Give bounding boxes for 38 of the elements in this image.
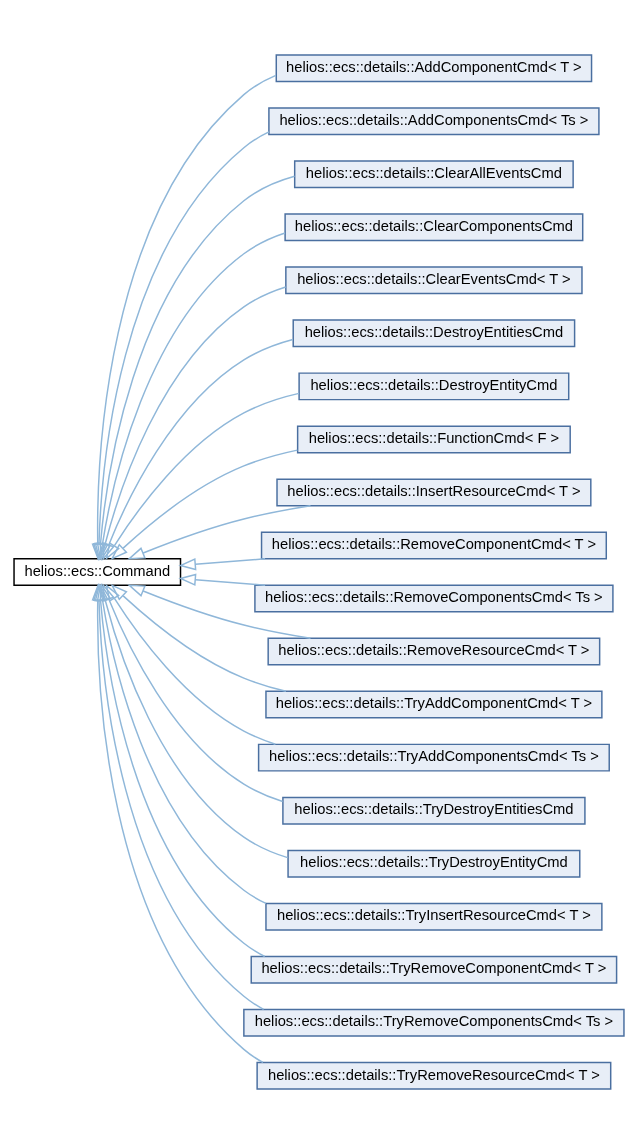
- arrow: [127, 584, 312, 639]
- arrow: [102, 338, 294, 561]
- node-box: helios::ecs::details::DestroyEntitiesCmd: [292, 319, 576, 348]
- arrow: [110, 583, 287, 693]
- node-box: helios::ecs::details::RemoveComponentCmd< T >: [260, 531, 607, 560]
- node-box: helios::ecs::details::ClearAllEventsCmd: [293, 160, 574, 189]
- arrow: [178, 573, 266, 586]
- node-box: helios::ecs::details::AddComponentCmd< T >: [275, 54, 593, 83]
- arrow: [178, 558, 266, 571]
- node-box: helios::ecs::details::TryInsertResourceCmd< T >: [265, 902, 603, 931]
- arrow: [94, 175, 296, 561]
- node-box: helios::ecs::details::ClearComponentsCmd: [284, 213, 584, 242]
- node-box: helios::ecs::details::InsertResourceCmd< T >: [276, 478, 592, 507]
- node-box: helios::ecs::details::AddComponentsCmd< Ts >: [268, 107, 600, 136]
- node-box: helios::ecs::details::RemoveComponentsCmd< Ts >: [254, 584, 614, 613]
- node-box: helios::ecs::details::TryRemoveComponentCmd< T >: [250, 955, 618, 984]
- arrow: [127, 505, 312, 560]
- arrow: [105, 392, 300, 561]
- node-box: helios::ecs::Command: [13, 558, 182, 586]
- arrow: [105, 583, 277, 745]
- node-box: helios::ecs::details::TryDestroyEntityCmd: [287, 849, 581, 878]
- node-box: helios::ecs::details::TryAddComponentsCmd< Ts >: [257, 743, 610, 772]
- arrow: [96, 583, 267, 905]
- arrow: [92, 131, 270, 561]
- node-box: helios::ecs::details::TryRemoveResourceCmd< T >: [256, 1061, 612, 1090]
- node-box: helios::ecs::details::ClearEventsCmd< T >: [285, 266, 583, 295]
- arrow: [91, 74, 277, 561]
- node-box: helios::ecs::details::RemoveResourceCmd< T >: [267, 637, 601, 666]
- arrow: [99, 583, 289, 859]
- node-box: helios::ecs::details::DestroyEntityCmd: [298, 372, 570, 401]
- node-box: helios::ecs::details::TryRemoveComponentsCmd< Ts >: [243, 1008, 625, 1037]
- arrow: [99, 286, 287, 561]
- arrow: [102, 583, 284, 803]
- arrow: [96, 232, 286, 561]
- node-box: helios::ecs::details::TryDestroyEntitiesCmd: [282, 796, 586, 825]
- arrow: [110, 449, 299, 561]
- node-box: helios::ecs::details::FunctionCmd< F >: [296, 425, 571, 454]
- node-box: helios::ecs::details::TryAddComponentCmd< T >: [265, 690, 603, 719]
